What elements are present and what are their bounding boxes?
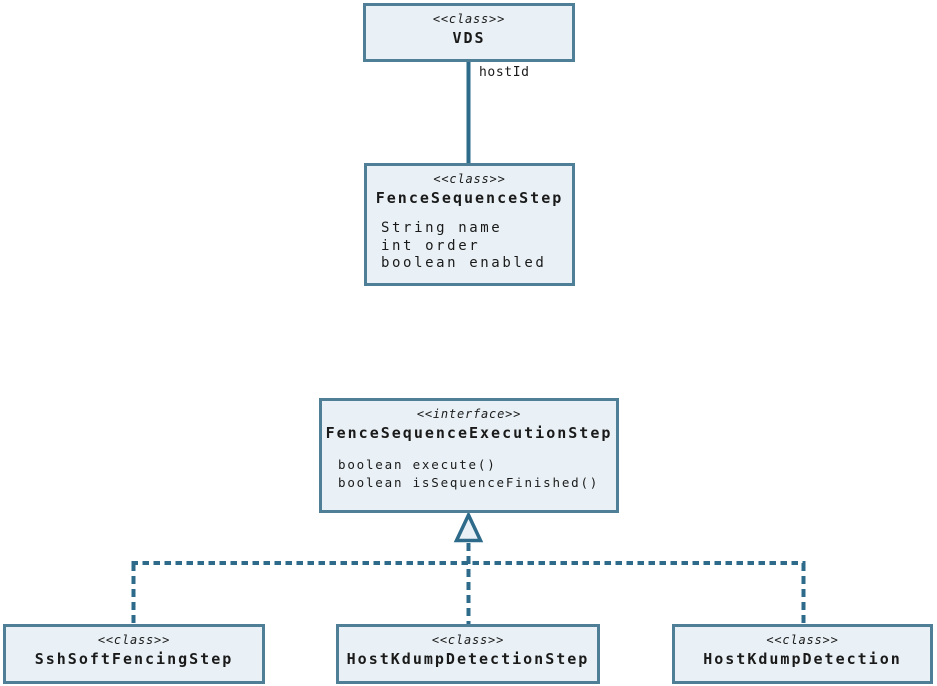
generalization-triangle-icon <box>453 510 484 543</box>
method-row: boolean isSequenceFinished() <box>338 474 600 490</box>
class-name: HostKdumpDetection <box>703 650 902 668</box>
class-name: FenceSequenceStep <box>375 189 564 207</box>
class-node-sshsoftfencingstep[interactable]: <<class>> SshSoftFencingStep <box>3 624 265 684</box>
association-label-hostid: hostId <box>479 65 530 80</box>
stereotype-label: <<class>> <box>433 172 506 186</box>
stereotype-label: <<class>> <box>432 12 506 26</box>
attribute-row: boolean enabled <box>381 255 547 271</box>
attribute-row: String name <box>381 220 503 236</box>
stereotype-label: <<class>> <box>766 633 839 647</box>
method-list: boolean execute() boolean isSequenceFini… <box>322 456 616 491</box>
class-node-fencesequencestep[interactable]: <<class>> FenceSequenceStep String name … <box>364 163 575 286</box>
attribute-row: int order <box>381 237 481 254</box>
method-row: boolean execute() <box>338 457 497 472</box>
attribute-list: String name int order boolean enabled <box>367 220 572 273</box>
class-node-vds[interactable]: <<class>> VDS <box>363 3 575 62</box>
class-name: HostKdumpDetectionStep <box>346 650 590 668</box>
stereotype-label: <<class>> <box>97 633 171 647</box>
class-node-hostkdumpdetectionstep[interactable]: <<class>> HostKdumpDetectionStep <box>336 624 600 684</box>
interface-name: FenceSequenceExecutionStep <box>325 424 613 442</box>
class-name: VDS <box>452 29 486 47</box>
class-node-hostkdumpdetection[interactable]: <<class>> HostKdumpDetection <box>672 624 933 684</box>
class-name: SshSoftFencingStep <box>34 650 234 668</box>
interface-node-fencesequenceexecutionstep[interactable]: <<interface>> FenceSequenceExecutionStep… <box>319 398 619 513</box>
stereotype-label: <<interface>> <box>416 407 522 421</box>
stereotype-label: <<class>> <box>431 633 505 647</box>
